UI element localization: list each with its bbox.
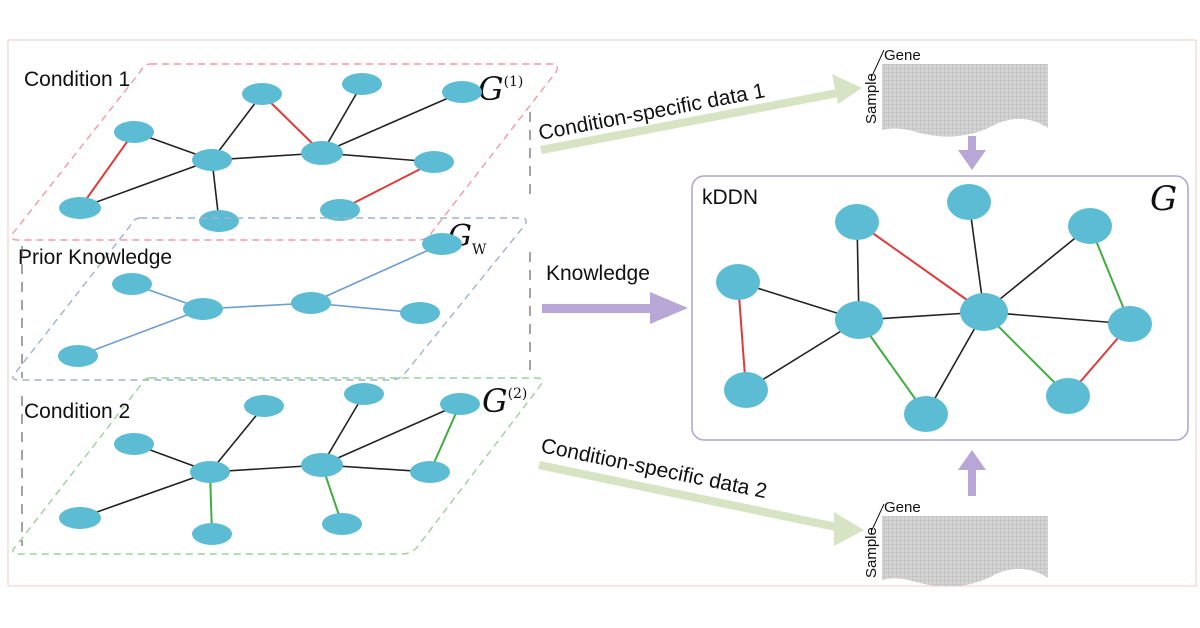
- prior-nodes: [58, 233, 462, 367]
- condition2-layer: Condition 2 G(2): [12, 377, 543, 555]
- data-matrix-1: Gene Sample: [863, 47, 1048, 137]
- arrow-matrix1-to-kddn: [958, 136, 986, 170]
- layer-connectors: [21, 112, 531, 546]
- matrix2-gene-label: Gene: [884, 499, 921, 516]
- condition1-layer: Condition 1 G(1): [11, 63, 559, 241]
- matrix2-grid: [882, 516, 1048, 587]
- prior-plane: [12, 217, 527, 381]
- figure-frame: [7, 39, 1197, 587]
- kddn-graph-symbol: G: [1150, 179, 1177, 219]
- data-matrix-2: Gene Sample: [863, 499, 1048, 587]
- arrow-condition-data-2: Condition-specific data 2: [538, 434, 864, 546]
- kddn-nodes: [716, 184, 1152, 432]
- arrow-matrix2-to-kddn: [958, 450, 986, 496]
- condition2-plane: [12, 377, 543, 555]
- arrow-knowledge: Knowledge: [542, 262, 688, 324]
- condition2-graph-symbol: G(2): [482, 382, 527, 420]
- condition1-nodes: [59, 73, 482, 232]
- matrix2-divider: [871, 503, 885, 531]
- condition2-nodes: [59, 383, 480, 545]
- matrix1-sample-label: Sample: [863, 73, 880, 124]
- arrow-condition-data-1: Condition-specific data 1: [537, 74, 862, 154]
- prior-knowledge-layer: Prior Knowledge GW: [12, 217, 527, 381]
- matrix1-divider: [871, 49, 885, 77]
- condition1-edges: [79, 83, 463, 222]
- condition1-title: Condition 1: [24, 68, 130, 91]
- arrow-knowledge-label: Knowledge: [546, 262, 650, 285]
- kddn-title: kDDN: [702, 186, 758, 209]
- kddn-panel: kDDN G: [691, 175, 1189, 441]
- condition1-plane: [11, 63, 559, 241]
- condition1-graph-symbol: G(1): [478, 70, 523, 108]
- matrix1-grid: [882, 64, 1048, 137]
- kddn-box: [691, 175, 1189, 441]
- matrix2-sample-label: Sample: [863, 527, 880, 578]
- matrix1-gene-label: Gene: [884, 47, 921, 64]
- condition2-title: Condition 2: [24, 400, 130, 423]
- prior-title: Prior Knowledge: [18, 246, 172, 269]
